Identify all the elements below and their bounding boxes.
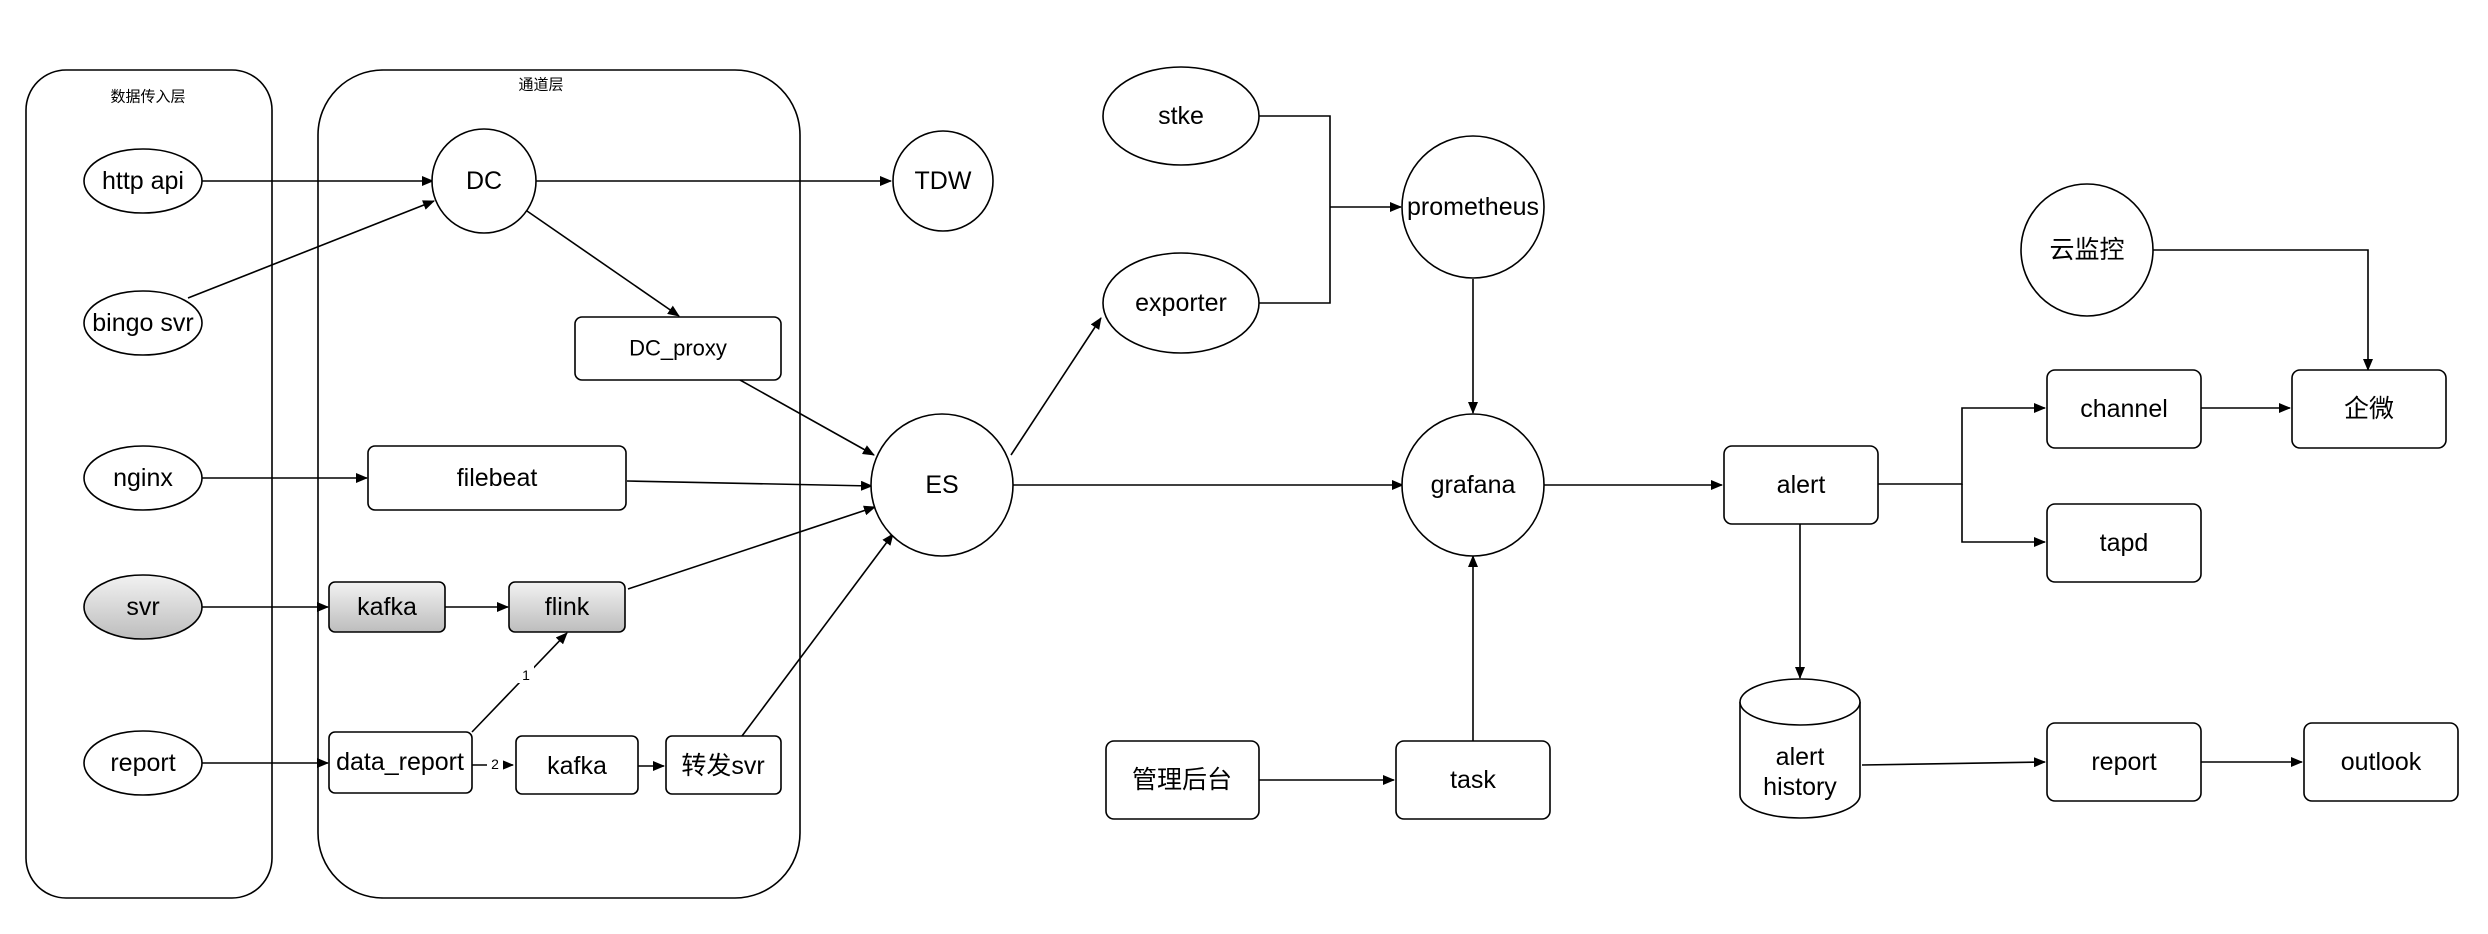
node-outlook[interactable]: outlook [2303, 722, 2459, 802]
node-admin[interactable]: 管理后台 [1105, 740, 1260, 820]
node-label: report [110, 749, 175, 777]
edge-es-exporter [1010, 317, 1102, 456]
node-flink[interactable]: flink [508, 581, 626, 633]
edge-dcproxy-es [739, 379, 875, 456]
node-label: flink [545, 593, 590, 621]
node-bingo-svr[interactable]: bingo svr [83, 290, 203, 356]
node-label: 云监控 [2049, 236, 2124, 264]
node-filebeat[interactable]: filebeat [367, 445, 627, 511]
node-label: report [2091, 748, 2156, 776]
node-label: kafka [357, 593, 417, 621]
edge-alert-tapd [1961, 484, 2046, 547]
node-label: outlook [2341, 748, 2422, 776]
node-dc-proxy[interactable]: DC_proxy [574, 316, 782, 381]
node-label: stke [1158, 102, 1204, 130]
node-label-line-2: history [1763, 773, 1837, 801]
edge-filebeat-es [626, 480, 873, 491]
edge-flink-es [627, 505, 876, 590]
node-label: DC [466, 167, 502, 195]
node-alert[interactable]: alert [1723, 445, 1879, 525]
edges: 1 2 [187, 115, 2373, 785]
node-label: bingo svr [92, 309, 193, 337]
node-stke[interactable]: stke [1102, 66, 1260, 166]
edge-forwardsvr-es [741, 533, 894, 737]
node-exporter[interactable]: exporter [1102, 252, 1260, 354]
node-grafana[interactable]: grafana [1401, 413, 1545, 557]
edge-stke-prometheus [1259, 115, 1331, 207]
node-label: TDW [915, 167, 972, 195]
node-prometheus[interactable]: prometheus [1401, 135, 1545, 279]
node-kafka-1[interactable]: kafka [328, 581, 446, 633]
node-http-api[interactable]: http api [83, 148, 203, 214]
node-tdw[interactable]: TDW [892, 130, 994, 232]
node-label: http api [102, 167, 184, 195]
node-label: filebeat [457, 464, 538, 492]
edge-history-report [1861, 757, 2046, 768]
node-label: prometheus [1407, 193, 1539, 221]
node-label: channel [2080, 395, 2168, 423]
node-es[interactable]: ES [870, 413, 1014, 557]
node-dc[interactable]: DC [431, 128, 537, 234]
node-forward-svr[interactable]: 转发svr [665, 735, 782, 795]
node-label: exporter [1135, 289, 1227, 317]
edge-cloudmonitor-wecom [2117, 249, 2373, 371]
edge-alert-branch [1878, 403, 2046, 485]
edge-bingo-dc [187, 200, 435, 299]
node-label: data_report [336, 748, 464, 776]
edge-exporter-prometheus [1259, 207, 1331, 304]
edge-dc-dcproxy [526, 210, 680, 317]
node-label: tapd [2100, 529, 2149, 557]
node-label: task [1450, 766, 1496, 794]
node-report-source[interactable]: report [83, 730, 203, 796]
node-wecom[interactable]: 企微 [2291, 369, 2447, 449]
node-task[interactable]: task [1395, 740, 1551, 820]
node-tapd[interactable]: tapd [2046, 503, 2202, 583]
node-label: 转发svr [681, 752, 764, 780]
node-svr[interactable]: svr [83, 574, 203, 640]
ingest-layer-title: 数据传入层 [110, 89, 185, 106]
node-label: kafka [547, 752, 607, 780]
node-report-output[interactable]: report [2046, 722, 2202, 802]
node-label: alert [1777, 471, 1826, 499]
node-label-line-1: alert [1776, 743, 1825, 771]
node-alert-history[interactable]: alert history [1739, 678, 1861, 819]
node-channel[interactable]: channel [2046, 369, 2202, 449]
node-label: grafana [1431, 471, 1516, 499]
node-label: ES [925, 471, 958, 499]
node-label: DC_proxy [629, 336, 727, 361]
edge-label-route-1: 1 [522, 667, 530, 683]
node-cloud-monitor[interactable]: 云监控 [2020, 183, 2154, 317]
node-data-report[interactable]: data_report [328, 731, 473, 794]
node-nginx[interactable]: nginx [83, 445, 203, 511]
node-label: 管理后台 [1132, 766, 1232, 794]
edge-label-route-2: 2 [491, 756, 499, 772]
node-kafka-2[interactable]: kafka [515, 735, 639, 795]
channel-layer-title: 通道层 [518, 77, 563, 94]
node-label: svr [126, 593, 159, 621]
ingest-layer-group: 数据传入层 [25, 69, 273, 899]
node-label: nginx [113, 464, 173, 492]
node-label: 企微 [2344, 395, 2394, 423]
